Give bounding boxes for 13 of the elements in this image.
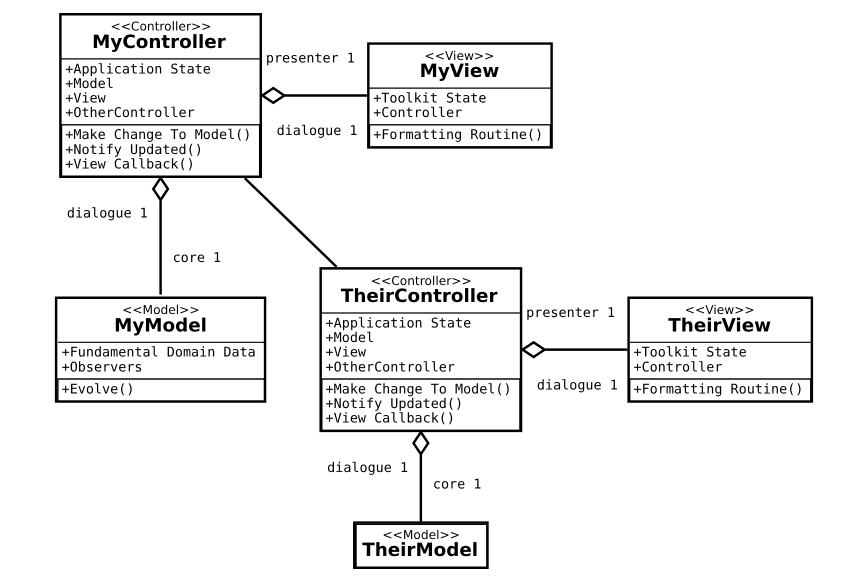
label: dialogue 1 — [276, 124, 358, 140]
label: dialogue 1 — [536, 378, 618, 394]
connector — [151, 176, 169, 295]
connector — [260, 86, 366, 104]
label: core 1 — [432, 477, 481, 492]
label: dialogue 1 — [326, 460, 408, 476]
connector — [243, 177, 337, 268]
label: core 1 — [172, 250, 221, 266]
connector — [412, 430, 430, 522]
label: dialogue 1 — [66, 206, 148, 222]
label: presenter 1 — [526, 306, 615, 321]
connector — [520, 340, 627, 358]
label: presenter 1 — [265, 52, 354, 67]
